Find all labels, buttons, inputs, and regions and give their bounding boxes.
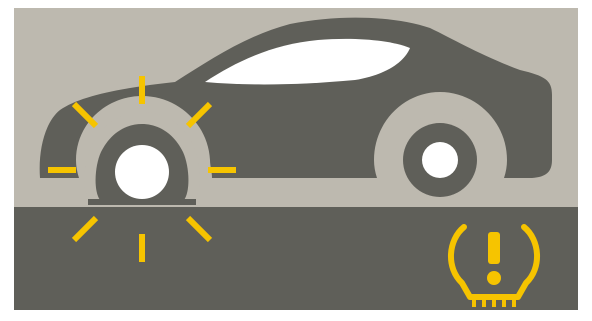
rear-wheel (394, 114, 486, 206)
